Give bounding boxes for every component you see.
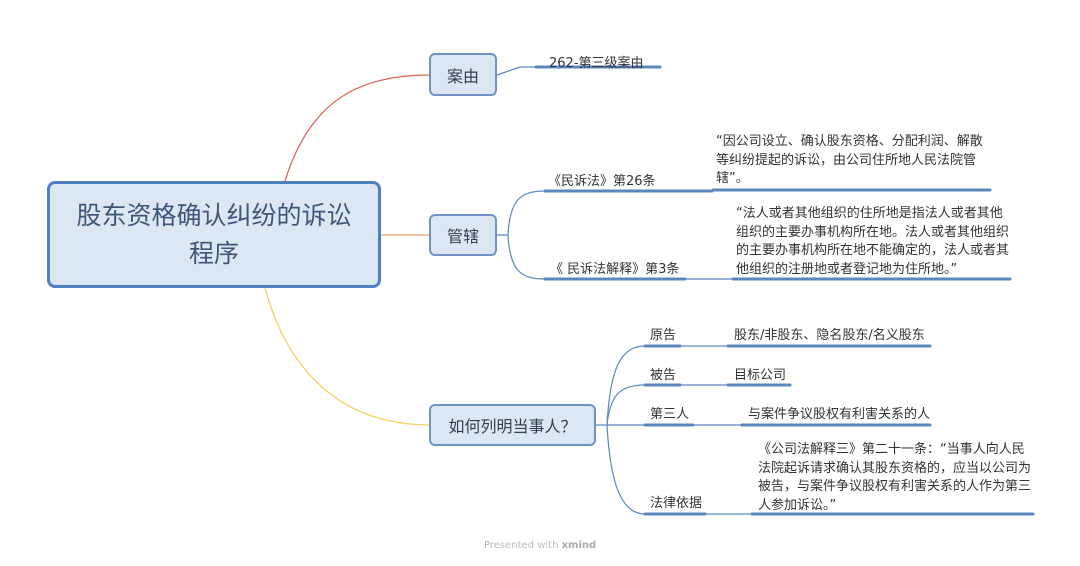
watermark: Presented with xmind — [484, 540, 596, 551]
topic-case-cause[interactable]: 案由 — [429, 53, 497, 96]
subtopic-defendant[interactable]: 被告 — [650, 368, 677, 383]
watermark-brand: xmind — [561, 540, 597, 551]
subtopic-legal-basis[interactable]: 法律依据 — [650, 496, 703, 511]
root-topic[interactable]: 股东资格确认纠纷的诉讼程序 — [47, 181, 381, 288]
detail-defendant[interactable]: 目标公司 — [734, 368, 787, 383]
subtopic-third-party[interactable]: 第三人 — [650, 407, 690, 422]
subtopic-civil-procedure-art26[interactable]: 《民诉法》第26条 — [548, 174, 656, 189]
detail-third-party[interactable]: 与案件争议股权有利害关系的人 — [748, 407, 931, 422]
watermark-prefix: Presented with — [484, 540, 559, 551]
topic-parties[interactable]: 如何列明当事人？ — [429, 404, 596, 446]
topic-label: 如何列明当事人？ — [448, 417, 577, 436]
connector-parties — [264, 287, 430, 426]
subtopic-plaintiff[interactable]: 原告 — [650, 328, 677, 343]
detail-legal-basis[interactable]: 《公司法解释三》第二十一条：“当事人向人民法院起诉请求确认其股东资格的，应当以公… — [758, 442, 1032, 513]
root-title: 股东资格确认纠纷的诉讼程序 — [76, 200, 352, 268]
topic-label: 管辖 — [446, 227, 479, 246]
detail-art3[interactable]: “法人或者其他组织的住所地是指法人或者其他组织的主要办事机构所在地。法人或者其他… — [736, 206, 1010, 277]
connector-case-cause — [284, 74, 430, 182]
subtopic-interpretation-art3[interactable]: 《 民诉法解释》第3条 — [550, 262, 680, 277]
topic-label: 案由 — [446, 66, 479, 86]
detail-plaintiff[interactable]: 股东/非股东、隐名股东/名义股东 — [734, 328, 925, 343]
topic-jurisdiction[interactable]: 管辖 — [429, 214, 497, 256]
detail-art26[interactable]: “因公司设立、确认股东资格、分配利润、解散等纠纷提起的诉讼，由公司住所地人民法院… — [716, 134, 983, 186]
subtopic-case-cause-level[interactable]: 262-第三级案由 — [549, 56, 644, 71]
